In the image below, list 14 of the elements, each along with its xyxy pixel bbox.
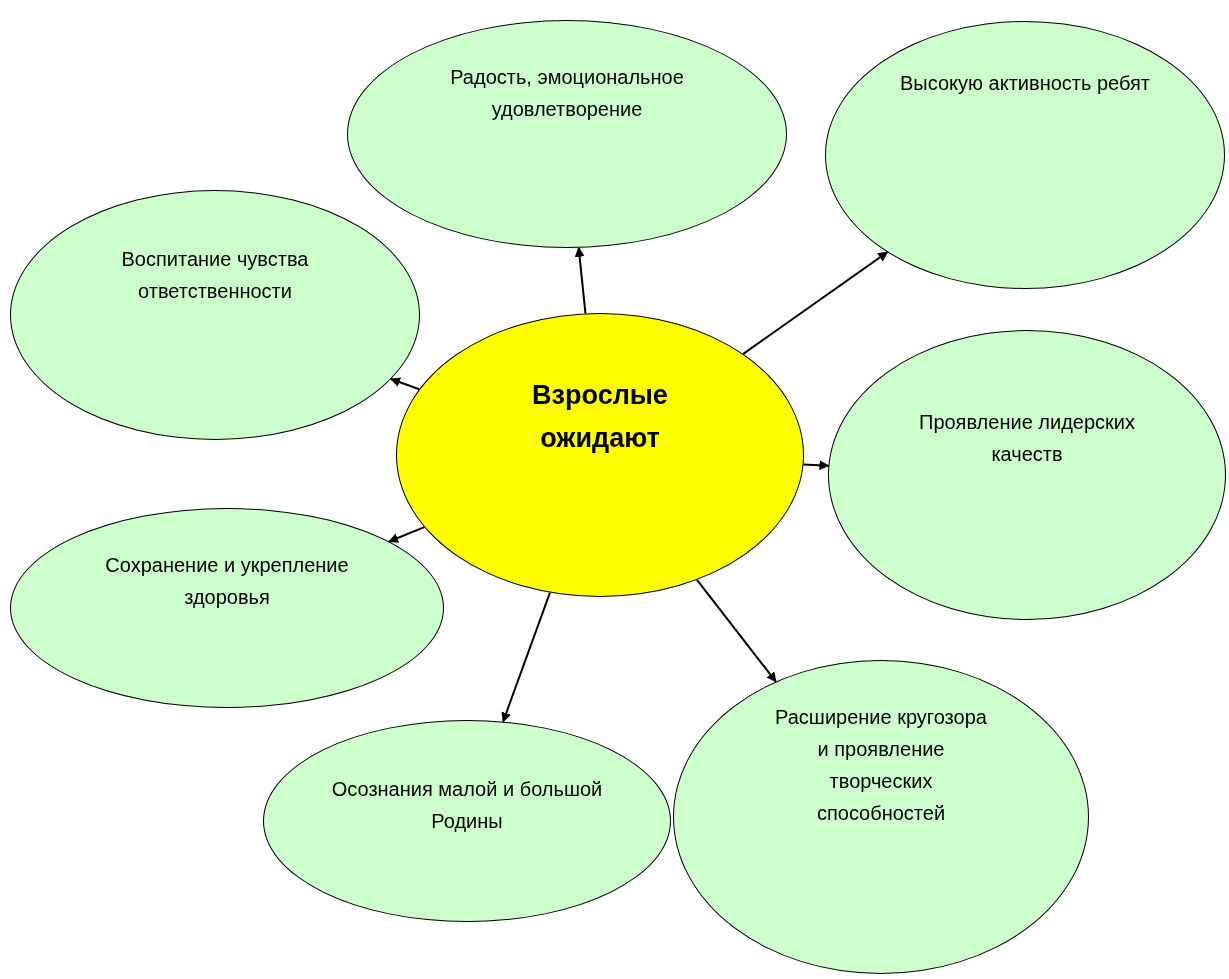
node-text: Осознания малой и большой Родины	[330, 777, 604, 834]
node-text: Расширение кругозора и проявление творческих способностей	[774, 705, 988, 826]
node-text: Высокую активность ребят	[899, 71, 1151, 96]
arrow	[390, 377, 421, 391]
arrow	[696, 578, 777, 683]
arrow	[742, 251, 889, 355]
node-text: Взрослые ожидают	[531, 379, 669, 456]
arrow	[574, 246, 587, 315]
node-text: Воспитание чувства ответственности	[120, 247, 310, 304]
node-text: Проявление лидерских качеств	[918, 410, 1136, 467]
arrow	[802, 460, 830, 471]
node-text: Радость, эмоциональное удовлетворение	[449, 65, 685, 122]
arrow	[388, 526, 426, 543]
node-text: Сохранение и укрепление здоровья	[104, 553, 350, 610]
